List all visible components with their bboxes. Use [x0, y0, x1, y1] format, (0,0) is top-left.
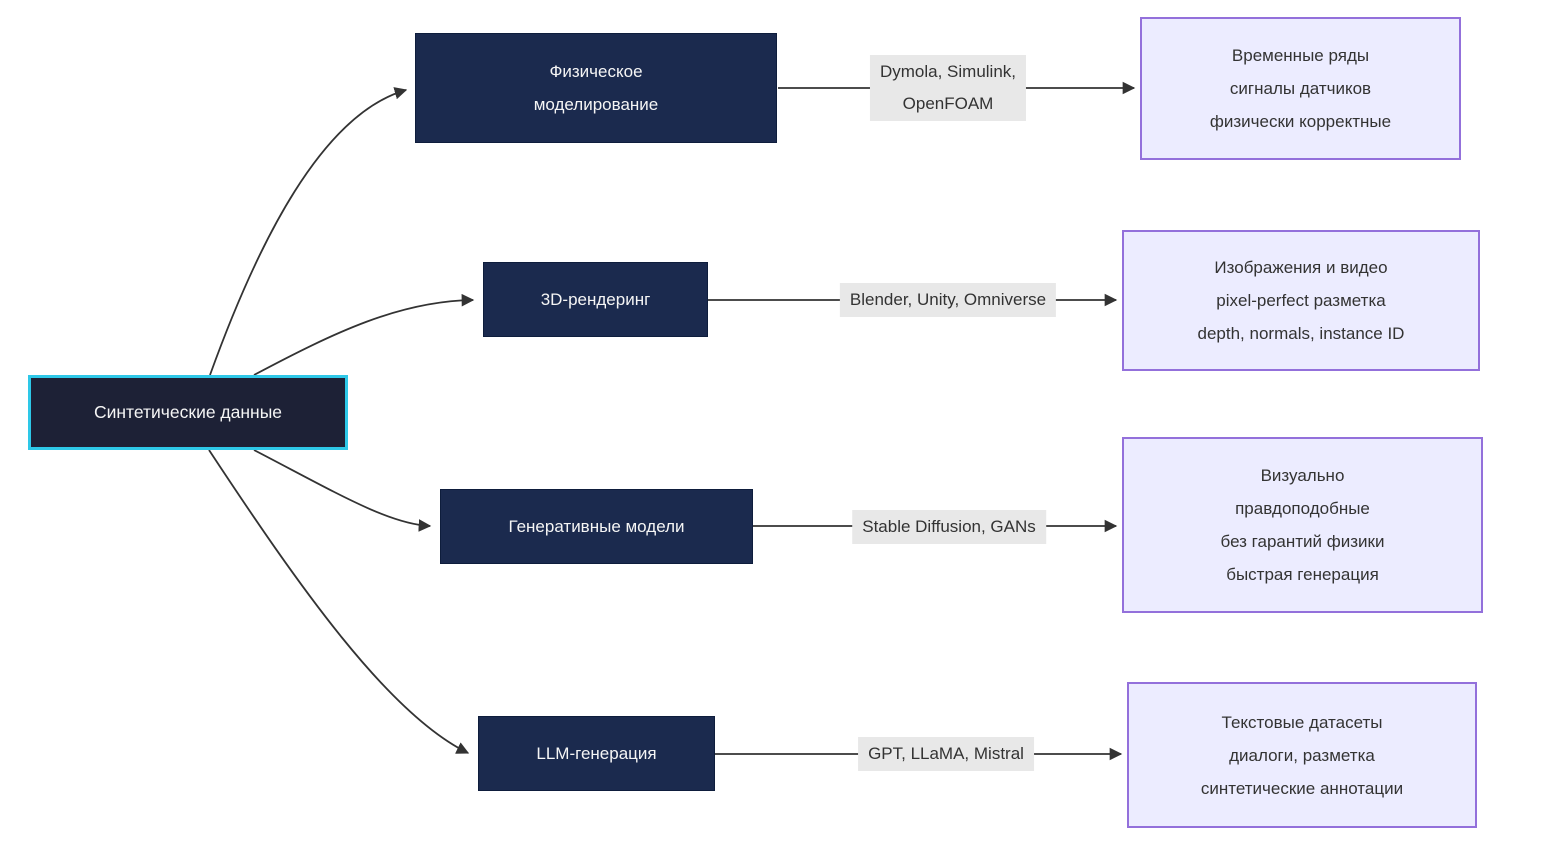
edge-label-line: GPT, LLaMA, Mistral	[868, 744, 1024, 763]
edge-label-3d-tools: Blender, Unity, Omniverse	[839, 283, 1057, 317]
result-line: Временные ряды	[1231, 46, 1370, 65]
node-result-generative-outputs: Визуально правдоподобные без гарантий фи…	[1122, 437, 1483, 613]
node-branch-3d-rendering: 3D-рендеринг	[483, 262, 708, 337]
node-root-label: Синтетические данные	[93, 402, 283, 422]
edge-label-generative-tools: Stable Diffusion, GANs	[852, 510, 1046, 544]
result-line: диалоги, разметка	[1229, 745, 1375, 765]
edge-label-line: Blender, Unity, Omniverse	[849, 290, 1047, 309]
result-line: depth, normals, instance ID	[1197, 324, 1405, 343]
edge-label-line: OpenFOAM	[902, 94, 994, 113]
node-label-line: Физическое	[549, 62, 643, 81]
node-label-line: 3D-рендеринг	[540, 290, 651, 309]
edge-label-line: Dymola, Simulink,	[879, 62, 1017, 81]
edge-root-to-physical	[209, 87, 408, 376]
edge-root-to-3d	[253, 293, 475, 376]
result-line: Изображения и видео	[1214, 258, 1388, 277]
node-label-line: моделирование	[533, 95, 659, 114]
result-line: быстрая генерация	[1226, 565, 1379, 584]
result-line: правдоподобные	[1235, 499, 1370, 518]
node-label-line: LLM-генерация	[536, 744, 657, 763]
node-result-llm-outputs: Текстовые датасеты диалоги, разметка син…	[1127, 682, 1477, 828]
result-line: синтетические аннотации	[1200, 778, 1404, 798]
result-line: физически корректные	[1209, 112, 1392, 131]
node-branch-llm-generation: LLM-генерация	[478, 716, 715, 791]
result-line: Визуально	[1260, 466, 1345, 485]
result-line: без гарантий физики	[1220, 532, 1385, 551]
node-label-line: Генеративные модели	[508, 517, 685, 536]
node-branch-physical-modeling: Физическое моделирование	[415, 33, 777, 143]
node-root-synthetic-data: Синтетические данные	[28, 375, 348, 450]
edge-label-physical-tools: Dymola, Simulink, OpenFOAM	[869, 55, 1027, 121]
result-line: сигналы датчиков	[1229, 79, 1372, 98]
edge-label-llm-tools: GPT, LLaMA, Mistral	[858, 737, 1034, 771]
result-line: Текстовые датасеты	[1221, 712, 1383, 732]
node-result-physical-outputs: Временные ряды сигналы датчиков физическ…	[1140, 17, 1461, 160]
edge-label-line: Stable Diffusion, GANs	[862, 517, 1036, 536]
node-branch-generative-models: Генеративные модели	[440, 489, 753, 564]
edge-root-to-generative	[253, 449, 432, 532]
node-result-3d-outputs: Изображения и видео pixel-perfect размет…	[1122, 230, 1480, 371]
result-line: pixel-perfect разметка	[1216, 291, 1386, 310]
edge-root-to-llm	[208, 449, 470, 754]
